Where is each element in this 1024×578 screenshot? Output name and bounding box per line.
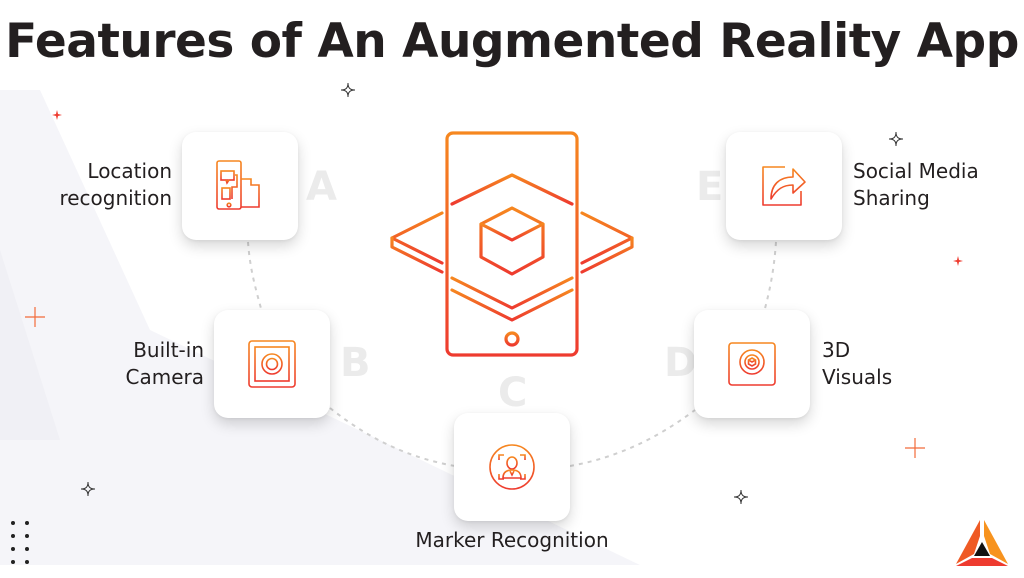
sparkle-icon bbox=[733, 489, 749, 505]
sparkle-icon bbox=[340, 82, 356, 98]
star-dot-icon bbox=[52, 110, 62, 120]
feature-card-marker[interactable] bbox=[454, 413, 570, 521]
sparkle-icon bbox=[888, 131, 904, 147]
triangle-logo-icon bbox=[956, 520, 1008, 566]
dot-grid-icon bbox=[11, 521, 29, 564]
star-dot-icon bbox=[953, 256, 963, 266]
plus-icon bbox=[905, 438, 925, 458]
feature-label-3d-visuals: 3D Visuals bbox=[822, 338, 893, 389]
feature-letter-b: B bbox=[340, 340, 371, 386]
page-title: Features of An Augmented Reality App bbox=[5, 14, 1019, 69]
feature-card-location[interactable] bbox=[182, 132, 298, 240]
feature-card-camera[interactable] bbox=[214, 310, 330, 418]
feature-label-social-sharing: Social Media Sharing bbox=[853, 159, 979, 210]
feature-label-marker: Marker Recognition bbox=[415, 528, 609, 552]
sparkle-icon bbox=[80, 481, 96, 497]
share-arrow-icon bbox=[762, 166, 806, 206]
location-phone-map-icon bbox=[216, 160, 260, 210]
feature-card-social-sharing[interactable] bbox=[726, 132, 842, 240]
plus-icon bbox=[25, 307, 45, 327]
camera-lens-icon bbox=[248, 340, 296, 388]
feature-card-3d-visuals[interactable] bbox=[694, 310, 810, 418]
feature-letter-e: E bbox=[696, 164, 724, 210]
feature-letter-a: A bbox=[306, 164, 337, 210]
feature-label-location: Location recognition bbox=[59, 159, 172, 210]
feature-label-camera: Built-in Camera bbox=[125, 338, 205, 389]
feature-letter-c: C bbox=[498, 370, 528, 416]
phone-ar-cube-icon bbox=[390, 131, 634, 357]
feature-letter-d: D bbox=[664, 340, 698, 386]
face-scan-icon bbox=[489, 444, 535, 490]
3d-camera-icon bbox=[728, 342, 776, 386]
